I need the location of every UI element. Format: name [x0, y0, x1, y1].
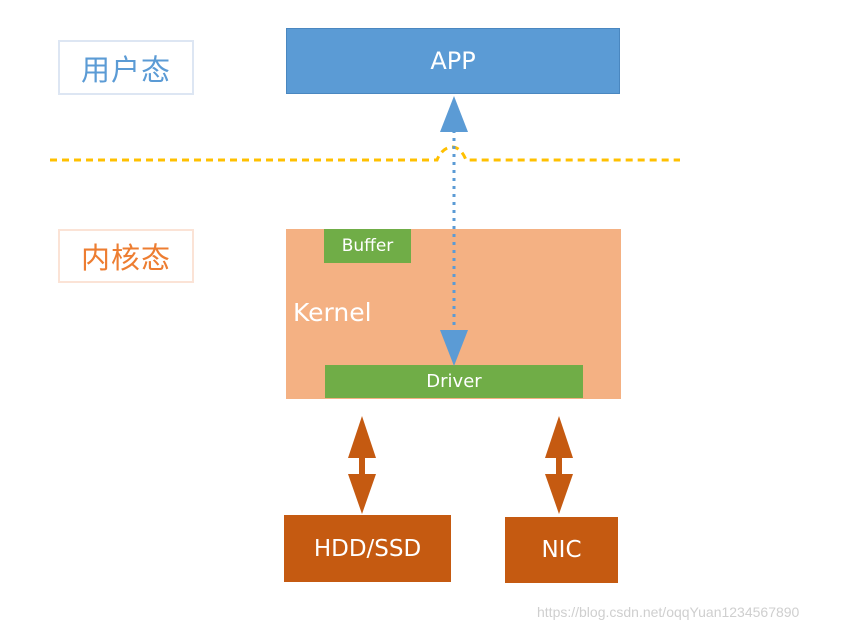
user-mode-label-text: 用户态 [80, 52, 171, 87]
kernel-mode-label-text: 内核态 [80, 241, 171, 275]
kernel-mode-label: 内核态 [58, 229, 194, 283]
user-mode-label: 用户态 [58, 40, 194, 95]
arrowhead-up-icon [440, 96, 468, 132]
arrowhead-down-icon [440, 330, 468, 366]
kernel-nic-double-arrow-icon [545, 416, 573, 514]
app-box-label: APP [430, 47, 476, 75]
kernel-box-label: Kernel [293, 298, 372, 327]
nic-box-label: NIC [541, 537, 582, 563]
hdd-ssd-box-label: HDD/SSD [313, 535, 422, 562]
user-kernel-boundary-line [50, 145, 680, 162]
driver-box: Driver [325, 365, 583, 398]
kernel-hdd-double-arrow-icon [348, 416, 376, 514]
buffer-box: Buffer [324, 229, 411, 263]
hdd-ssd-box: HDD/SSD [284, 515, 451, 582]
watermark-text: https://blog.csdn.net/oqqYuan1234567890 [537, 604, 800, 620]
nic-box: NIC [505, 517, 618, 583]
app-box: APP [286, 28, 620, 94]
driver-box-label: Driver [426, 371, 482, 392]
buffer-box-label: Buffer [341, 236, 394, 256]
